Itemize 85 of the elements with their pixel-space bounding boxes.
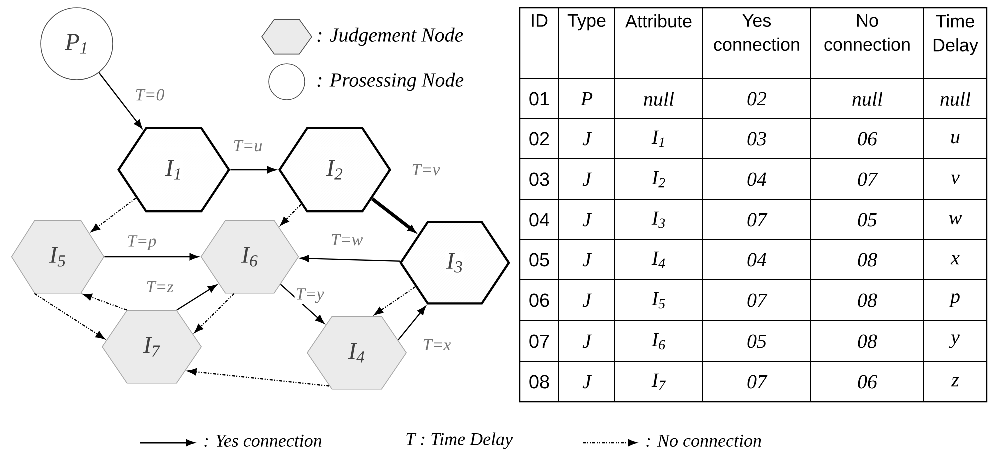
table-value: z (951, 377, 960, 387)
table-value: 08 (858, 294, 878, 308)
arrow (91, 198, 137, 232)
edge-label: T=0 (134, 88, 166, 102)
table-value: 02 (530, 132, 550, 146)
arrow (176, 284, 218, 311)
table-value: 04 (748, 253, 767, 267)
table-value: J (582, 375, 592, 389)
arrow (300, 255, 401, 262)
arrow (188, 368, 330, 387)
table-value: J (582, 253, 592, 267)
table-value: 07 (858, 172, 878, 186)
legend-text: : Yes connection (204, 434, 322, 448)
table-value: 08 (858, 334, 878, 348)
table-value: I$_{1}$ (652, 130, 664, 148)
table-value: P (580, 92, 593, 106)
edge-label: T=z (145, 280, 175, 294)
arrow (83, 294, 128, 311)
legend-text: : Prosessing Node (318, 72, 464, 92)
table-value: I$_{4}$ (652, 252, 666, 268)
table-value: 04 (530, 213, 550, 227)
arrow (280, 204, 302, 226)
table-value: J (582, 294, 592, 308)
edge-label: T=p (126, 234, 158, 252)
table-value: 05 (748, 334, 766, 348)
table-value: I$_{5}$ (652, 292, 666, 309)
table-value: 05 (530, 253, 550, 267)
table-value: null (644, 92, 674, 106)
table-value: J (582, 172, 592, 186)
arrow (230, 166, 276, 174)
edge-label: T=v (410, 163, 442, 177)
table-value: p (949, 294, 960, 308)
arrow (98, 72, 143, 130)
edge-label: T=u (232, 139, 264, 153)
legend-text: : No connection (646, 434, 762, 448)
arrow (398, 306, 426, 341)
judgement-hexagon: I$_{5}$ (11, 220, 105, 294)
table-header: Attribute (626, 14, 692, 28)
edge-label: T=y (294, 288, 326, 304)
table-value: 07 (748, 294, 768, 308)
table-value: I$_{2}$ (652, 171, 666, 188)
hatched-hexagon: I$_{3}$ (400, 221, 510, 305)
arrow (194, 293, 235, 334)
table-value: 03 (530, 172, 550, 186)
table-value: J (582, 213, 592, 227)
table-value: v (951, 174, 960, 184)
table-header: Type (568, 14, 606, 31)
table-value: 01 (530, 92, 550, 106)
table-value: I$_{7}$ (652, 374, 666, 390)
processing-node: P$_{1}$ (40, 8, 114, 80)
table-value: 06 (858, 375, 878, 389)
arrow (374, 286, 416, 316)
arrow (104, 253, 199, 261)
table-value: 06 (530, 294, 550, 308)
arrow (371, 198, 416, 233)
table-value: J (582, 334, 592, 348)
table-value: 05 (858, 213, 877, 227)
table-value: null (852, 92, 883, 106)
table-value: 04 (748, 172, 767, 186)
arrow (34, 293, 105, 340)
table-header: Yes connection (714, 14, 800, 52)
table-value: 07 (530, 334, 550, 348)
table-value: w (949, 215, 962, 225)
table-value: null (940, 92, 971, 106)
table-value: I$_{6}$ (652, 333, 666, 350)
table-value: 07 (748, 375, 768, 389)
table-value: 06 (858, 132, 878, 146)
table-value: I$_{3}$ (652, 212, 666, 228)
table-value: 03 (748, 132, 766, 146)
edge-label: T=x (422, 338, 452, 352)
edge-label: T=w (330, 233, 364, 247)
arrow (280, 284, 325, 324)
table-value: 07 (748, 213, 768, 227)
table-header: Time Delay (934, 14, 978, 56)
table-value: 08 (530, 375, 550, 389)
table-value: 08 (858, 253, 878, 267)
legend-text: : Judgement Node (318, 28, 464, 46)
table-header: No connection (824, 14, 910, 52)
table-value: u (952, 134, 960, 144)
table-value: 02 (748, 92, 767, 106)
table-value: J (582, 132, 592, 146)
table-value: x (950, 255, 960, 265)
table-header: ID (532, 14, 548, 27)
legend-text: T : Time Delay (406, 432, 514, 450)
table-value: y (949, 334, 960, 348)
